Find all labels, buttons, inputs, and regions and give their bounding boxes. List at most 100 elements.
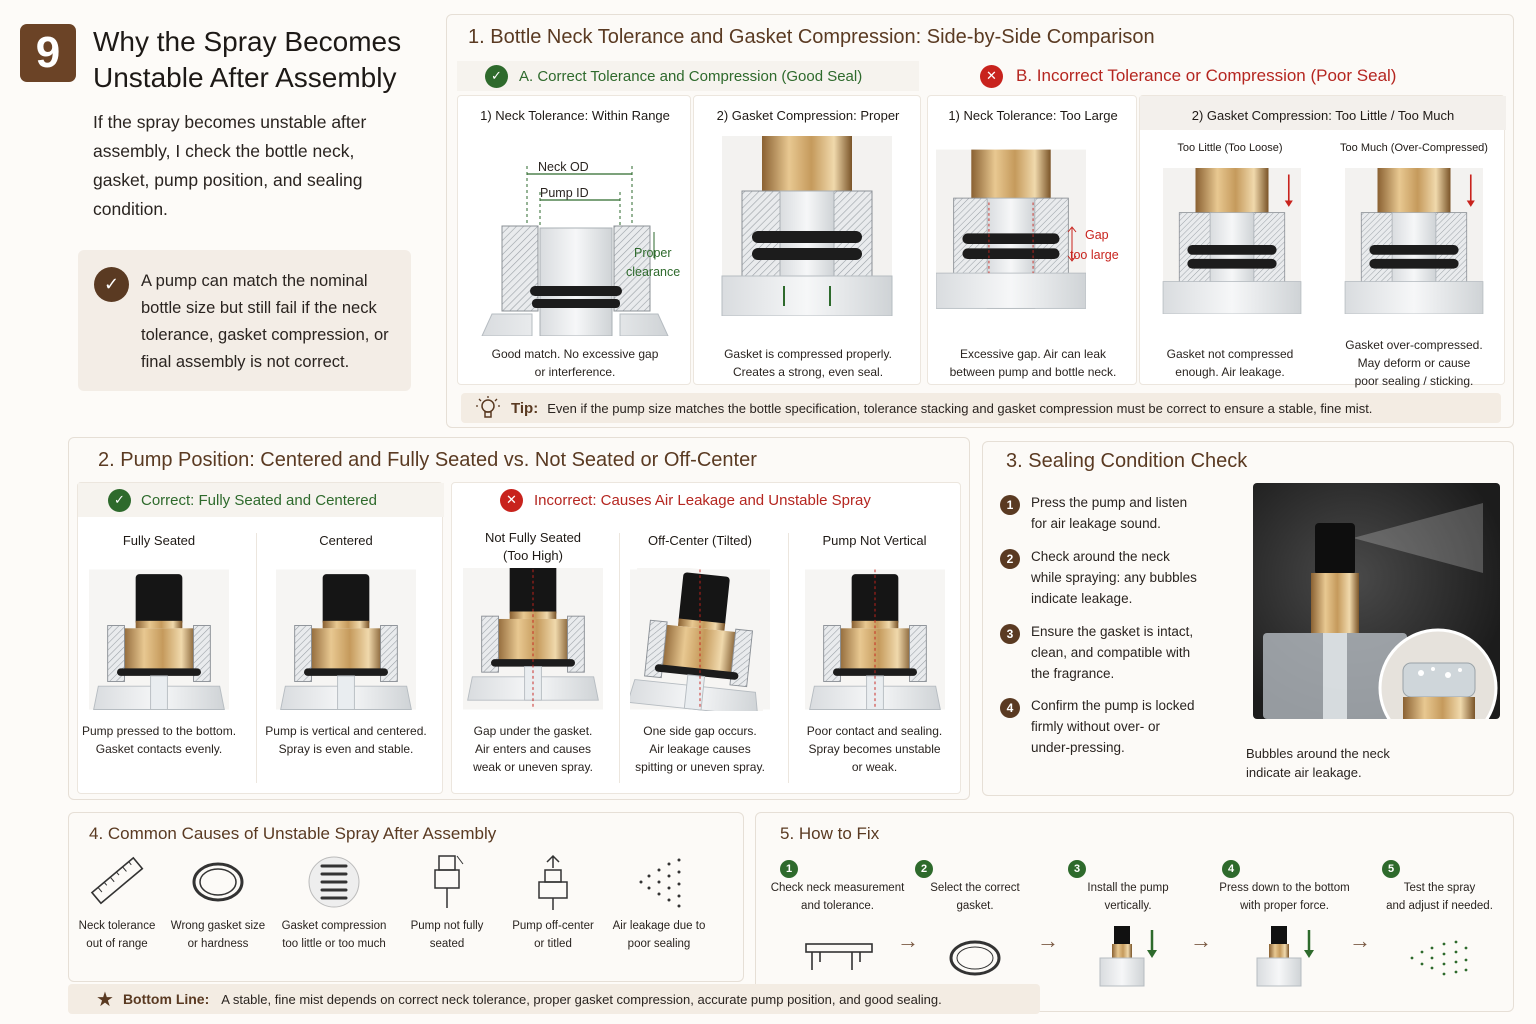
- step-number: 2: [1000, 549, 1020, 569]
- cause-item: Wrong gasket size or hardness: [158, 852, 278, 957]
- step-text-line2: and adjust if needed.: [1386, 900, 1493, 912]
- step-text-line2: for air leakage sound.: [1031, 516, 1161, 531]
- section-4-title: 4. Common Causes of Unstable Spray After…: [89, 824, 497, 843]
- arrow-right-icon: →: [1349, 928, 1371, 953]
- too-much-title: Too Much (Over-Compressed): [1340, 142, 1488, 154]
- divider: [788, 533, 789, 783]
- item-title-line1: Off-Center (Tilted): [647, 533, 753, 548]
- item-caption-line3: spitting or uneven spray.: [635, 760, 765, 774]
- gasket-ring-icon: [949, 940, 1001, 976]
- card-gasket-proper: 2) Gasket Compression: Proper Gasket is …: [693, 95, 921, 385]
- item-caption-line1: Gap under the gasket.: [473, 724, 593, 738]
- neck-within-range-diagram: [481, 166, 669, 336]
- pump-position-item: Not Fully Seated(Too High)Gap under the …: [453, 530, 613, 790]
- correct-group-label: Correct: Fully Seated and Centered: [141, 491, 377, 509]
- step-number: 3: [1068, 860, 1086, 878]
- cause-text-line1: Wrong gasket size: [170, 920, 266, 932]
- pump-id-label: Pump ID: [540, 186, 589, 200]
- fix-step: 2 Select the correct gasket.: [905, 858, 1045, 993]
- tip-bar: Tip: Even if the pump size matches the b…: [461, 393, 1501, 423]
- caliper-icon: [804, 943, 873, 970]
- cross-icon: ✕: [980, 64, 1003, 88]
- tilted-pump-icon: [538, 854, 568, 910]
- check-icon: ✓: [485, 64, 508, 88]
- section-4-panel: 4. Common Causes of Unstable Spray After…: [68, 812, 744, 982]
- step-text-line2: and tolerance.: [801, 900, 874, 912]
- item-caption-line1: Pump pressed to the bottom.: [81, 724, 237, 738]
- step-number: 1: [1000, 495, 1020, 515]
- cause-item: Neck tolerance out of range: [57, 852, 177, 957]
- section-1-panel: 1. Bottle Neck Tolerance and Gasket Comp…: [446, 14, 1514, 428]
- cause-text-line1: Gasket compression: [281, 920, 387, 932]
- bottom-line-text: A stable, fine mist depends on correct n…: [221, 991, 942, 1007]
- item-caption-line1: One side gap occurs.: [643, 724, 757, 738]
- step-text-line1: Check neck measurement: [770, 882, 905, 894]
- section-1-title: 1. Bottle Neck Tolerance and Gasket Comp…: [468, 26, 1155, 48]
- step-number: 3: [1000, 624, 1020, 644]
- poor-seal-header: ✕ B. Incorrect Tolerance or Compression …: [927, 61, 1505, 91]
- cause-item: Gasket compression too little or too muc…: [274, 852, 394, 957]
- cause-text-line2: poor sealing: [627, 938, 691, 950]
- caption-line1: Excessive gap. Air can leak: [959, 347, 1107, 361]
- item-title-line1: Pump Not Vertical: [822, 533, 927, 548]
- cause-text-line2: too little or too much: [282, 938, 386, 950]
- intro-text: If the spray becomes unstable after asse…: [93, 112, 367, 219]
- item-caption-line3: or weak.: [851, 760, 898, 774]
- note-box: ✓ A pump can match the nominal bottle si…: [78, 250, 411, 391]
- cause-item: Pump off-center or titled: [493, 852, 613, 957]
- fix-step: 1 Check neck measurement and tolerance.: [770, 858, 905, 993]
- good-seal-label: A. Correct Tolerance and Compression (Go…: [519, 67, 863, 85]
- too-little-caption-line2: enough. Air leakage.: [1175, 365, 1285, 379]
- cross-icon: ✕: [500, 488, 523, 512]
- lightbulb-icon: [476, 396, 500, 418]
- spray-mist-icon: [1410, 940, 1467, 976]
- step-text-line2: while spraying: any bubbles: [1031, 570, 1197, 585]
- caption-line1: Good match. No excessive gap: [491, 347, 659, 361]
- air-leak-icon: [639, 858, 681, 908]
- card-neck-within-range: 1) Neck Tolerance: Within Range Neck OD …: [457, 95, 691, 385]
- step-number: 4: [1000, 698, 1020, 718]
- step-text-line1: Confirm the pump is locked: [1031, 698, 1195, 713]
- neck-too-large-diagram: [936, 149, 1086, 309]
- sealing-photo: [1253, 483, 1500, 719]
- step-text-line3: the fragrance.: [1031, 666, 1115, 681]
- too-little-caption-line1: Gasket not compressed: [1166, 347, 1294, 361]
- step-number: 5: [1382, 860, 1400, 878]
- step-text-line2: vertically.: [1104, 900, 1152, 912]
- section-5-title: 5. How to Fix: [780, 824, 880, 843]
- section-3-panel: 3. Sealing Condition Check Bubbles aroun…: [982, 441, 1514, 796]
- item-caption-line1: Pump is vertical and centered.: [265, 724, 427, 738]
- photo-caption-line2: indicate air leakage.: [1246, 765, 1362, 780]
- gasket-ring-icon: [192, 862, 244, 902]
- star-icon: ★: [96, 988, 114, 1011]
- pump-diagram: [89, 569, 229, 710]
- cause-text-line2: or titled: [534, 938, 572, 950]
- cause-text-line1: Pump not fully: [410, 920, 484, 932]
- divider: [256, 533, 257, 783]
- caption-line2: or interference.: [534, 365, 616, 379]
- step-text-line2: gasket.: [956, 900, 994, 912]
- item-caption-line2: Air enters and causes: [474, 742, 592, 756]
- item-title-line1: Centered: [319, 533, 373, 548]
- note-text: A pump can match the nominal bottle size…: [141, 272, 389, 371]
- step-text-line3: indicate leakage.: [1031, 591, 1133, 606]
- check-icon: ✓: [94, 267, 129, 302]
- cause-text-line1: Air leakage due to: [612, 920, 706, 932]
- bottom-line-bar: ★ Bottom Line: A stable, fine mist depen…: [68, 984, 1040, 1014]
- step-number: 1: [780, 860, 798, 878]
- page-title-line1: Why the Spray Becomes: [93, 26, 402, 57]
- bottom-line-label: Bottom Line:: [122, 991, 210, 1007]
- item-caption-line2: Spray becomes unstable: [808, 742, 941, 756]
- fix-step: 5 Test the spray and adjust if needed.: [1372, 858, 1507, 993]
- too-much-diagram: [1344, 168, 1484, 314]
- item-caption-line3: weak or uneven spray.: [473, 760, 593, 774]
- section-number-badge: 9: [20, 24, 76, 82]
- pump-diagram: [463, 568, 603, 710]
- card-title-bar: [1140, 96, 1506, 130]
